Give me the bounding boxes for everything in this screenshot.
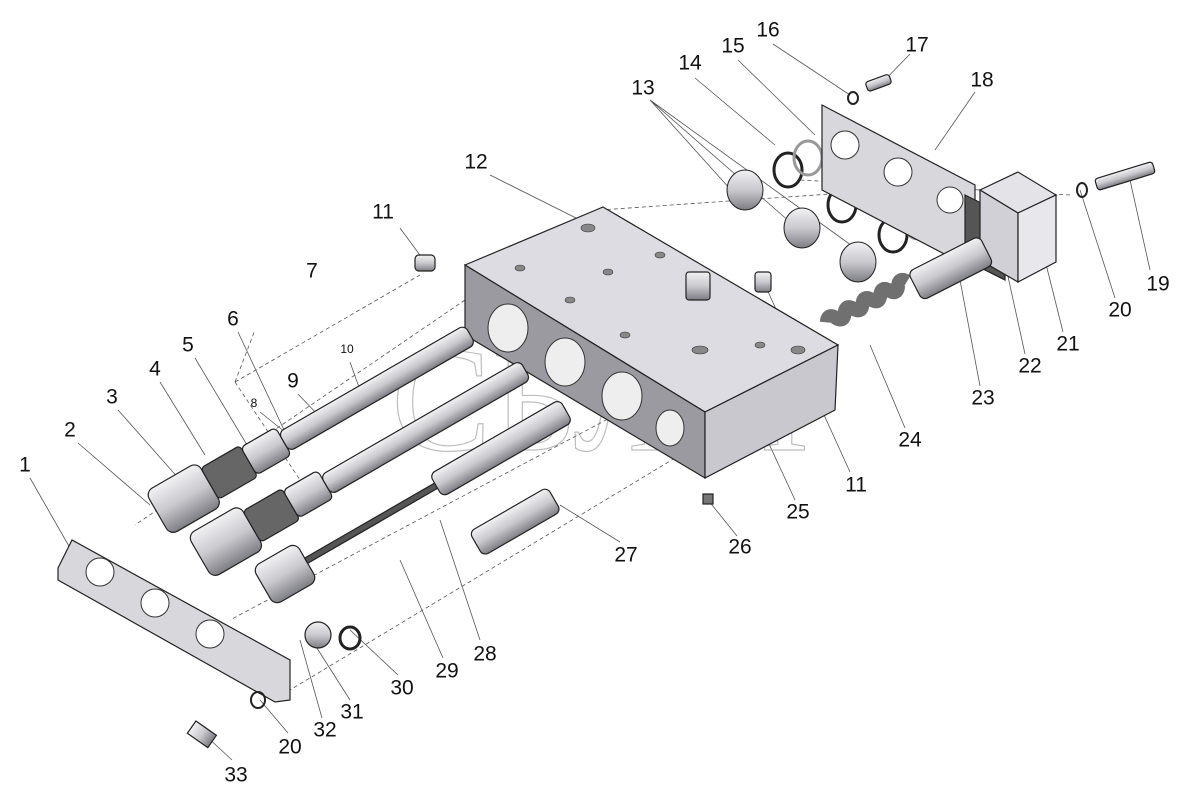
callout-22: 22 bbox=[1018, 355, 1041, 378]
callout-28: 28 bbox=[473, 643, 496, 666]
plug-screws bbox=[414, 254, 772, 505]
callout-20: 20 bbox=[278, 736, 301, 759]
callout-23: 23 bbox=[971, 387, 994, 410]
valve-body-block bbox=[463, 206, 840, 480]
callout-33: 33 bbox=[224, 764, 247, 787]
callout-18: 18 bbox=[970, 69, 993, 92]
callout-21: 21 bbox=[1056, 333, 1079, 356]
callout-6: 6 bbox=[227, 308, 239, 331]
callout-8: 8 bbox=[251, 396, 258, 410]
callout-10: 10 bbox=[340, 342, 354, 356]
callout-11: 11 bbox=[845, 474, 867, 497]
callout-3: 3 bbox=[106, 386, 118, 409]
callout-20: 20 bbox=[1108, 299, 1131, 322]
spools bbox=[147, 326, 571, 749]
callout-2: 2 bbox=[64, 419, 76, 442]
callout-14: 14 bbox=[678, 52, 702, 75]
callout-4: 4 bbox=[149, 358, 161, 381]
callout-29: 29 bbox=[435, 660, 458, 683]
callout-12: 12 bbox=[464, 151, 487, 174]
callout-13: 13 bbox=[631, 77, 654, 100]
leader-lines bbox=[29, 43, 1151, 761]
callout-30: 30 bbox=[390, 677, 413, 700]
callout-32: 32 bbox=[313, 719, 336, 742]
callout-24: 24 bbox=[898, 429, 922, 452]
right-parts bbox=[726, 74, 1156, 327]
callout-9: 9 bbox=[287, 370, 299, 393]
callout-7: 7 bbox=[306, 260, 318, 283]
callout-27: 27 bbox=[614, 544, 637, 567]
callout-26: 26 bbox=[728, 536, 751, 559]
callout-5: 5 bbox=[182, 334, 194, 357]
gasket-left bbox=[57, 539, 291, 703]
callout-25: 25 bbox=[786, 501, 809, 524]
callout-15: 15 bbox=[721, 35, 744, 58]
callout-31: 31 bbox=[340, 701, 363, 724]
callout-16: 16 bbox=[756, 19, 779, 42]
callout-11: 11 bbox=[372, 201, 394, 224]
callout-17: 17 bbox=[905, 34, 928, 57]
callout-19: 19 bbox=[1146, 273, 1169, 296]
callout-labels: 1 2 3 4 5 6 7 8 9 10 11 11 12 13 14 15 1… bbox=[19, 19, 1170, 787]
callout-1: 1 bbox=[19, 454, 31, 477]
